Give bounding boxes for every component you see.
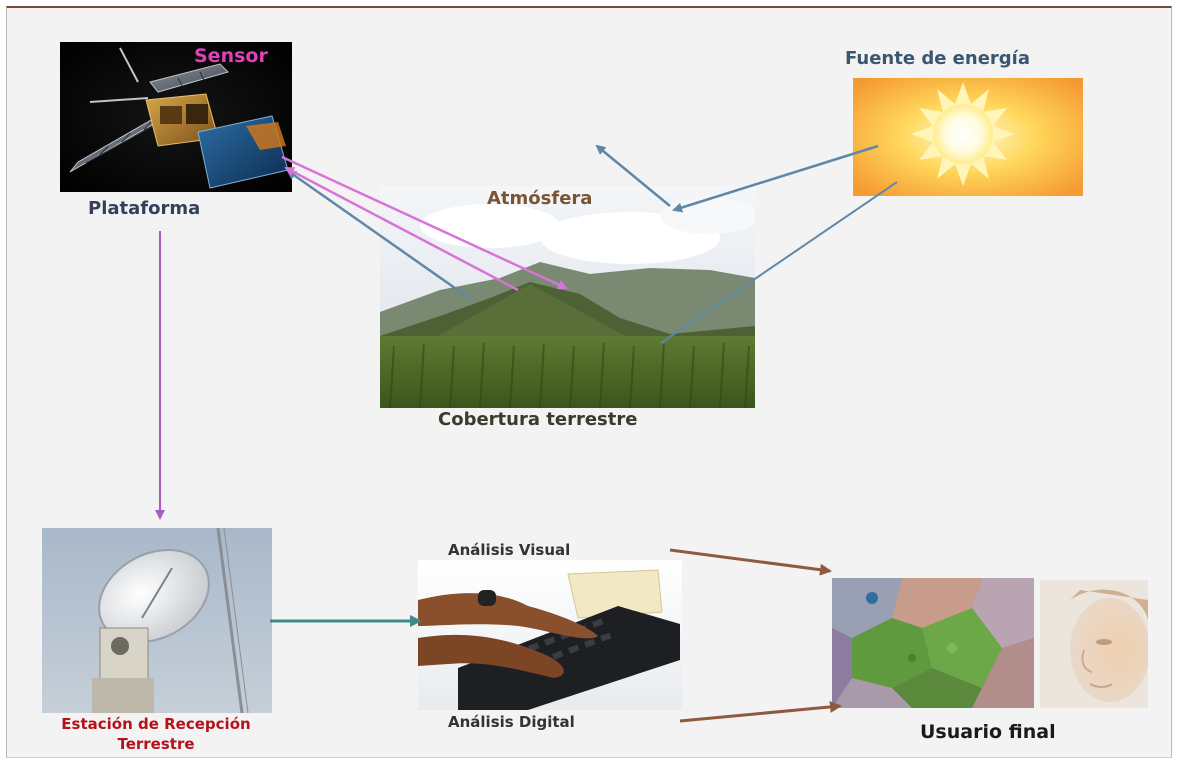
platform-label: Plataforma	[88, 198, 201, 219]
receiving-station-label: Estación de Recepción Terrestre	[18, 714, 294, 754]
satellite-map-image	[832, 578, 1034, 708]
land-cover-label: Cobertura terrestre	[438, 409, 638, 430]
receiving-station-label-line2: Terrestre	[117, 735, 195, 753]
digital-analysis-label: Análisis Digital	[448, 713, 575, 731]
user-face-image	[1040, 580, 1148, 708]
energy-source-label: Fuente de energía	[845, 48, 1030, 69]
mountain-landscape-image	[380, 186, 755, 408]
sun-image	[853, 78, 1083, 196]
receiving-station-label-line1: Estación de Recepción	[61, 715, 251, 733]
sensor-label: Sensor	[194, 45, 268, 67]
satellite-dish-antenna-image	[42, 528, 272, 713]
end-user-label: Usuario final	[920, 721, 1056, 743]
satellite-image	[60, 42, 292, 192]
typing-on-laptop-image	[418, 560, 682, 710]
visual-analysis-label: Análisis Visual	[448, 541, 571, 559]
atmosphere-label: Atmósfera	[487, 188, 593, 209]
